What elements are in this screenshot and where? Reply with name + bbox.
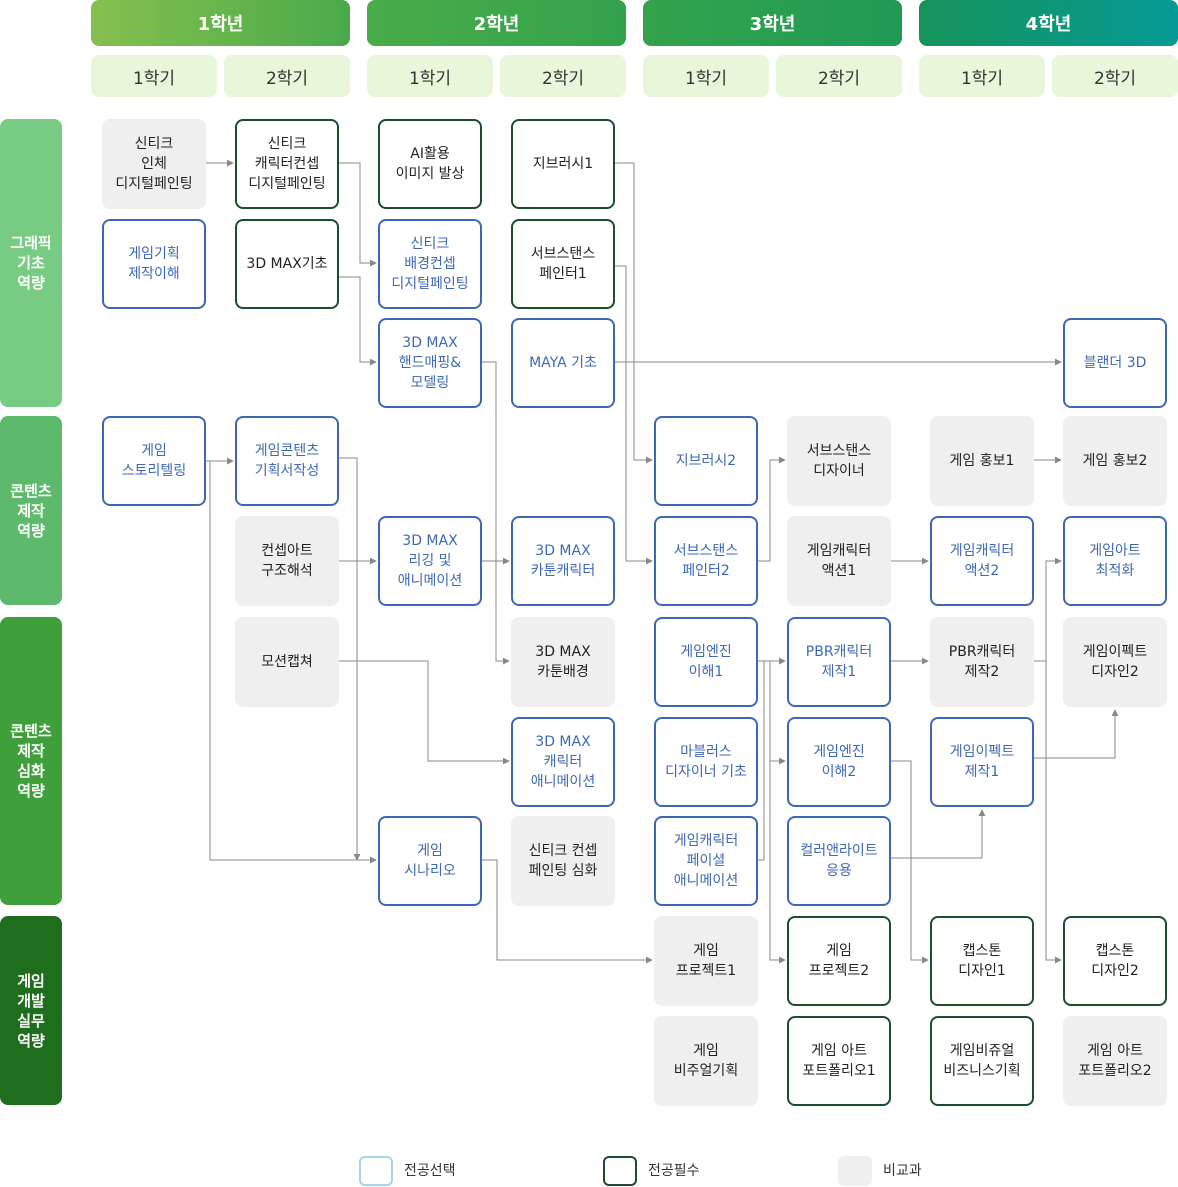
course-node: 3D MAX 캐릭터 애니메이션 [511, 717, 615, 807]
course-node: PBR캐릭터 제작2 [930, 617, 1034, 707]
course-node: 컨셉아트 구조해석 [235, 516, 339, 606]
course-node: 블랜더 3D [1063, 318, 1167, 408]
course-node: 게임 프로젝트2 [787, 916, 891, 1006]
course-node: 게임 프로젝트1 [654, 916, 758, 1006]
course-node: 마블러스 디자이너 기초 [654, 717, 758, 807]
course-node: 게임 홍보2 [1063, 416, 1167, 506]
category-game-dev-practice: 게임 개발 실무 역량 [0, 916, 62, 1105]
course-node: MAYA 기초 [511, 318, 615, 408]
course-node: 신티크 캐릭터컨셉 디지털페인팅 [235, 119, 339, 209]
course-node: 게임엔진 이해1 [654, 617, 758, 707]
semester-header: 2학기 [224, 55, 350, 97]
category-graphic-basics: 그래픽 기초 역량 [0, 119, 62, 407]
course-node: 캡스톤 디자인2 [1063, 916, 1167, 1006]
course-node: 게임엔진 이해2 [787, 717, 891, 807]
semester-header: 2학기 [1052, 55, 1178, 97]
legend-label-required: 전공필수 [648, 1163, 700, 1179]
semester-header: 1학기 [643, 55, 769, 97]
legend-swatch-non-credit [838, 1156, 872, 1186]
legend-label-elective: 전공선택 [404, 1163, 456, 1179]
course-node: 지브러시2 [654, 416, 758, 506]
course-node: 3D MAX 카툰캐릭터 [511, 516, 615, 606]
course-node: 게임 아트 포트폴리오2 [1063, 1016, 1167, 1106]
course-node: 게임 스토리텔링 [102, 416, 206, 506]
year-header-4: 4학년 [919, 0, 1178, 46]
category-content-advanced: 콘텐츠 제작 심화 역량 [0, 617, 62, 905]
semester-header: 2학기 [500, 55, 626, 97]
course-node: 3D MAX기초 [235, 219, 339, 309]
course-node: 신티크 컨셉 페인팅 심화 [511, 816, 615, 906]
semester-header: 1학기 [367, 55, 493, 97]
legend-swatch-required [603, 1156, 637, 1186]
course-node: 3D MAX 리깅 및 애니메이션 [378, 516, 482, 606]
legend-label-non-credit: 비교과 [883, 1163, 922, 1179]
course-node: 3D MAX 카툰배경 [511, 617, 615, 707]
course-node: PBR캐릭터 제작1 [787, 617, 891, 707]
course-node: 컬러앤라이트 응용 [787, 816, 891, 906]
course-node: 게임비쥬얼 비즈니스기획 [930, 1016, 1034, 1106]
course-node: 게임 시나리오 [378, 816, 482, 906]
year-header-2: 2학년 [367, 0, 626, 46]
course-node: 신티크 인체 디지털페인팅 [102, 119, 206, 209]
course-node: 게임콘텐츠 기획서작성 [235, 416, 339, 506]
course-node: 게임캐릭터 액션2 [930, 516, 1034, 606]
course-node: 서브스탠스 페인터1 [511, 219, 615, 309]
course-node: 지브러시1 [511, 119, 615, 209]
course-node: 신티크 배경컨셉 디지털페인팅 [378, 219, 482, 309]
course-node: 게임캐릭터 액션1 [787, 516, 891, 606]
course-node: 게임아트 최적화 [1063, 516, 1167, 606]
category-content-production: 콘텐츠 제작 역량 [0, 416, 62, 605]
course-node: 3D MAX 핸드매핑& 모델링 [378, 318, 482, 408]
course-node: 캡스톤 디자인1 [930, 916, 1034, 1006]
course-node: 게임 비주얼기획 [654, 1016, 758, 1106]
semester-header: 1학기 [91, 55, 217, 97]
course-node: 게임 홍보1 [930, 416, 1034, 506]
course-node: 서브스탠스 디자이너 [787, 416, 891, 506]
course-node: 게임캐릭터 페이셜 애니메이션 [654, 816, 758, 906]
course-node: AI활용 이미지 발상 [378, 119, 482, 209]
year-header-3: 3학년 [643, 0, 902, 46]
course-node: 게임이펙트 디자인2 [1063, 617, 1167, 707]
course-node: 모션캡쳐 [235, 617, 339, 707]
course-node: 게임기획 제작이해 [102, 219, 206, 309]
year-header-1: 1학년 [91, 0, 350, 46]
course-node: 서브스탠스 페인터2 [654, 516, 758, 606]
course-node: 게임이펙트 제작1 [930, 717, 1034, 807]
semester-header: 2학기 [776, 55, 902, 97]
legend-swatch-elective [359, 1156, 393, 1186]
course-node: 게임 아트 포트폴리오1 [787, 1016, 891, 1106]
semester-header: 1학기 [919, 55, 1045, 97]
